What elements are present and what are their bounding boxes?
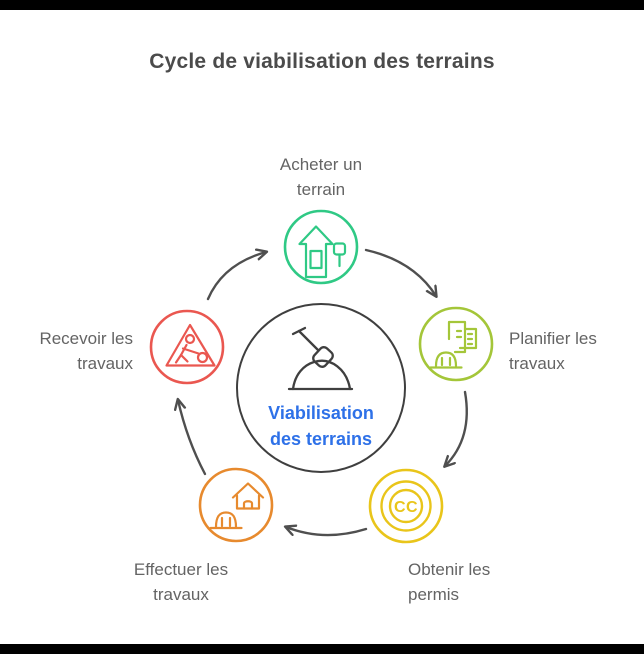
roadworks-sign-icon: [165, 323, 216, 367]
node-label-line: Acheter un: [279, 155, 363, 174]
node-label-effectuer: Effectuer les travaux: [106, 557, 256, 607]
house-for-sale-icon: [298, 225, 347, 279]
node-label-line: travaux: [77, 354, 133, 373]
arrow-recevoir-acheter: [206, 252, 266, 301]
arrow-effectuer-recevoir: [178, 400, 207, 476]
arrow-obtenir-effectuer: [286, 527, 368, 537]
center-ring: [236, 303, 406, 473]
node-label-line: Planifier les: [509, 329, 597, 348]
node-label-line: travaux: [509, 354, 565, 373]
top-black-bar: [0, 0, 644, 10]
node-circle-planifier: [418, 306, 494, 382]
center-label: Viabilisation des terrains: [231, 400, 411, 452]
shovel-in-ground-icon: [287, 326, 354, 391]
bottom-black-bar: [0, 644, 644, 654]
node-label-obtenir: Obtenir les permis: [408, 557, 548, 607]
node-label-line: terrain: [296, 180, 346, 199]
node-label-line: Obtenir les: [408, 560, 491, 579]
arrow-acheter-planifier: [364, 248, 436, 296]
node-circle-acheter: [283, 209, 359, 285]
node-label-line: permis: [408, 585, 460, 604]
page-title: Cycle de viabilisation des terrains: [149, 50, 495, 73]
cc-license-icon-text: CC: [394, 499, 418, 516]
house-construction-icon: [209, 482, 265, 530]
cycle-arrows: [178, 248, 468, 537]
node-label-line: travaux: [153, 585, 209, 604]
node-label-recevoir: Recevoir les travaux: [13, 326, 133, 376]
node-circle-effectuer: [198, 467, 274, 543]
arrow-planifier-obtenir: [445, 390, 468, 466]
node-label-line: Recevoir les: [39, 329, 133, 348]
node-circle-recevoir: [149, 309, 225, 385]
node-circle-obtenir: [368, 468, 444, 544]
node-label-planifier: Planifier les travaux: [509, 326, 639, 376]
node-label-line: Effectuer les: [133, 560, 229, 579]
cc-license-icon: [380, 480, 432, 532]
node-label-acheter: Acheter un terrain: [221, 152, 421, 202]
blueprint-hardhat-icon: [429, 320, 478, 369]
center-label-line: Viabilisation: [268, 403, 374, 423]
center-label-line: des terrains: [269, 429, 373, 449]
